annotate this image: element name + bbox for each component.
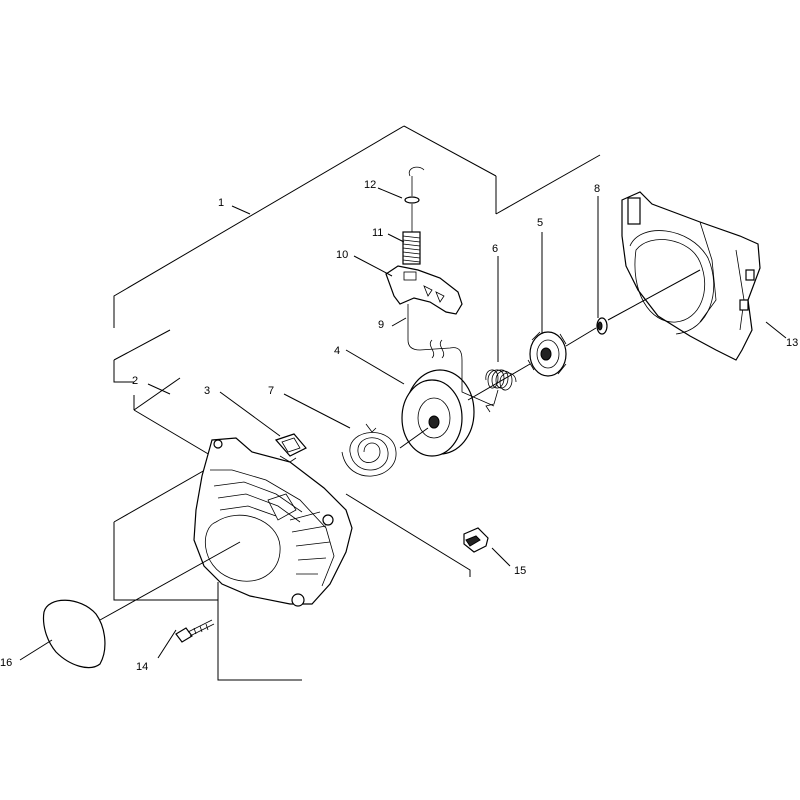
screw — [175, 619, 215, 643]
label-9: 9 — [378, 319, 384, 331]
label-6: 6 — [492, 243, 498, 255]
label-1: 1 — [218, 197, 224, 209]
axis-lines — [99, 327, 597, 621]
fan-housing — [621, 191, 761, 361]
bracket — [274, 433, 307, 463]
assembly-leaders — [113, 125, 601, 681]
callouts: 1 2 3 4 5 6 7 8 9 10 11 12 13 14 15 16 — [0, 179, 798, 673]
rewind-spring — [341, 423, 397, 477]
ratchet-hub — [527, 331, 567, 377]
label-8: 8 — [594, 183, 600, 195]
label-7: 7 — [268, 385, 274, 397]
label-11: 11 — [372, 227, 383, 239]
label-5: 5 — [537, 217, 543, 229]
clip — [463, 527, 489, 553]
decal — [42, 599, 106, 669]
label-14: 14 — [136, 661, 148, 673]
label-15: 15 — [514, 565, 526, 577]
label-13: 13 — [786, 337, 798, 349]
coil-spring — [485, 369, 517, 413]
starter-handle-assembly — [385, 166, 495, 407]
pin-washer — [596, 269, 701, 335]
label-3: 3 — [204, 385, 210, 397]
label-10: 10 — [336, 249, 348, 261]
starter-cover — [193, 437, 353, 607]
label-4: 4 — [334, 345, 340, 357]
handle-spring — [402, 231, 421, 265]
label-16: 16 — [0, 657, 12, 669]
label-2: 2 — [132, 375, 138, 387]
label-12: 12 — [364, 179, 376, 191]
starter-pulley — [401, 369, 475, 457]
